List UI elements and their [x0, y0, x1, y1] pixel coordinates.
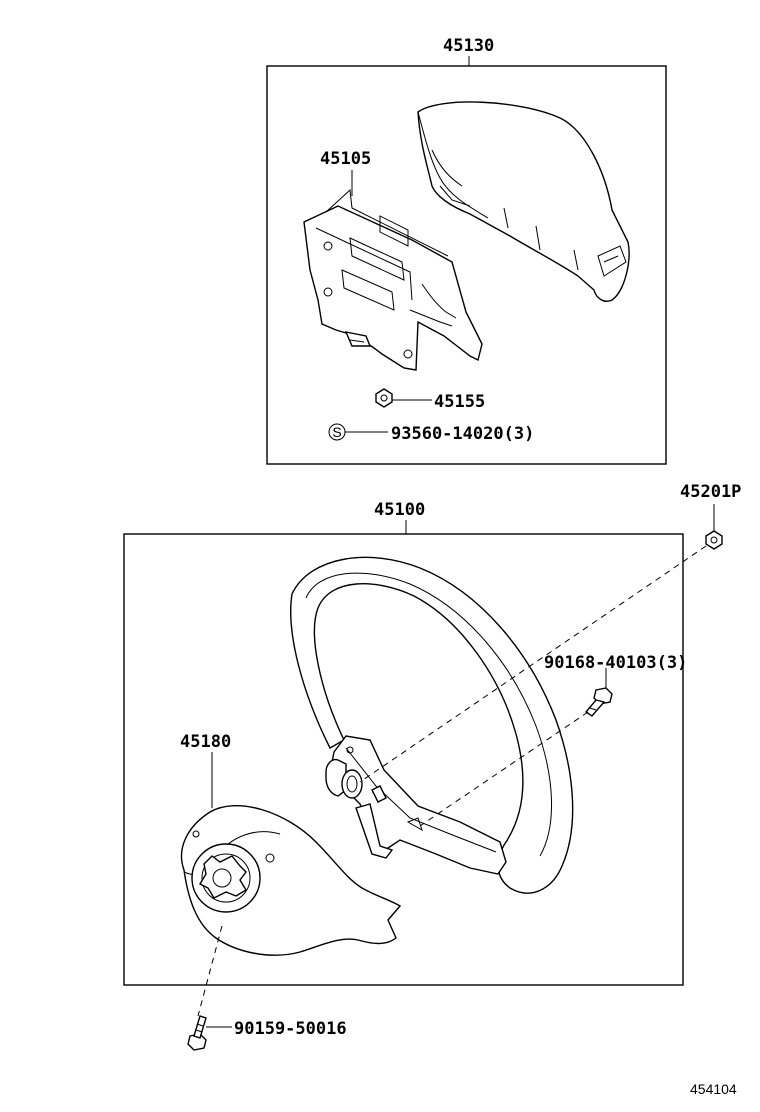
steering-cover-number: 45180 [180, 732, 231, 752]
nut-45155[interactable] [375, 388, 393, 408]
bolt-90168[interactable] [584, 687, 613, 717]
install-line-nut-45201p [359, 545, 707, 783]
horn-plate[interactable] [303, 188, 483, 371]
nut-45201p[interactable] [705, 530, 723, 550]
screw-symbol-letter: S [332, 424, 341, 440]
screw-93560-qty: (3) [504, 424, 535, 444]
screw-90159[interactable] [187, 1015, 207, 1051]
screw-93560-number: 93560-14020(3) [391, 424, 534, 444]
lower-group: 45100 45180 [123, 500, 687, 986]
bolt-90168-number: 90168-40103(3) [544, 653, 687, 673]
upper-group-frame [266, 65, 667, 465]
steering-wheel[interactable] [290, 556, 574, 894]
horn-plate-number: 45105 [320, 149, 371, 169]
nut-45201p-number: 45201P [680, 482, 741, 502]
upper-group: 45130 [266, 36, 667, 465]
nut-45155-number: 45155 [434, 392, 485, 412]
lower-group-frame [123, 533, 684, 986]
install-line-screw-90159 [197, 925, 223, 1017]
horn-pad-cover[interactable] [417, 101, 630, 302]
lower-group-number: 45100 [374, 500, 425, 520]
figure-id: 454104 [690, 1081, 737, 1097]
screw-90159-number: 90159-50016 [234, 1019, 347, 1039]
screw-93560-partno: 93560-14020 [391, 424, 504, 444]
screw-symbol-s: S [328, 423, 346, 441]
install-line-bolt-90168 [419, 711, 589, 827]
steering-cover[interactable] [180, 805, 402, 956]
upper-group-number: 45130 [443, 36, 494, 56]
bolt-90168-partno: 90168-40103 [544, 653, 657, 673]
bolt-90168-qty: (3) [657, 653, 688, 673]
